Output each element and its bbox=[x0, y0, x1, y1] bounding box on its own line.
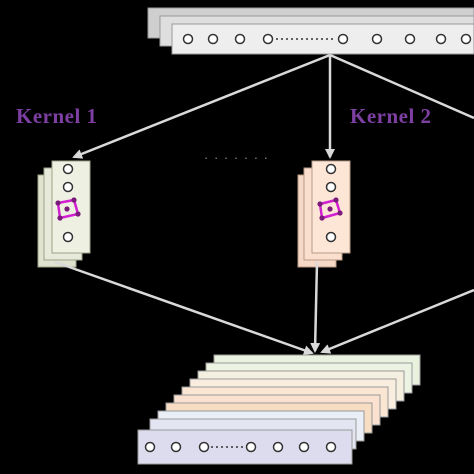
kernel-2-highlight bbox=[317, 197, 343, 221]
arrow-from-offscreen-kernel bbox=[320, 288, 474, 354]
arrow-from-kernel-2 bbox=[310, 261, 321, 353]
output-layer-nodes bbox=[144, 441, 337, 453]
kernel-1-stack bbox=[37, 160, 91, 268]
arrow-to-offscreen-kernel bbox=[329, 53, 474, 120]
arrow-to-kernel-1 bbox=[72, 53, 331, 159]
kernel-1-highlight bbox=[55, 197, 81, 221]
kernel-1-nodes bbox=[62, 163, 74, 243]
input-arrows bbox=[72, 53, 474, 159]
output-arrows bbox=[54, 260, 474, 356]
kernel-2-label: Kernel 2 bbox=[350, 104, 432, 128]
kernel-1-label: Kernel 1 bbox=[16, 104, 98, 128]
kernel-2-stack bbox=[297, 160, 351, 268]
kernel-ellipsis: · · · · · · · bbox=[204, 150, 269, 165]
input-layer-nodes bbox=[182, 33, 472, 45]
input-layer-stack bbox=[147, 7, 474, 55]
kernel-2-nodes bbox=[325, 163, 337, 243]
arrow-from-kernel-1 bbox=[54, 260, 314, 356]
output-layer-stack bbox=[137, 354, 421, 465]
